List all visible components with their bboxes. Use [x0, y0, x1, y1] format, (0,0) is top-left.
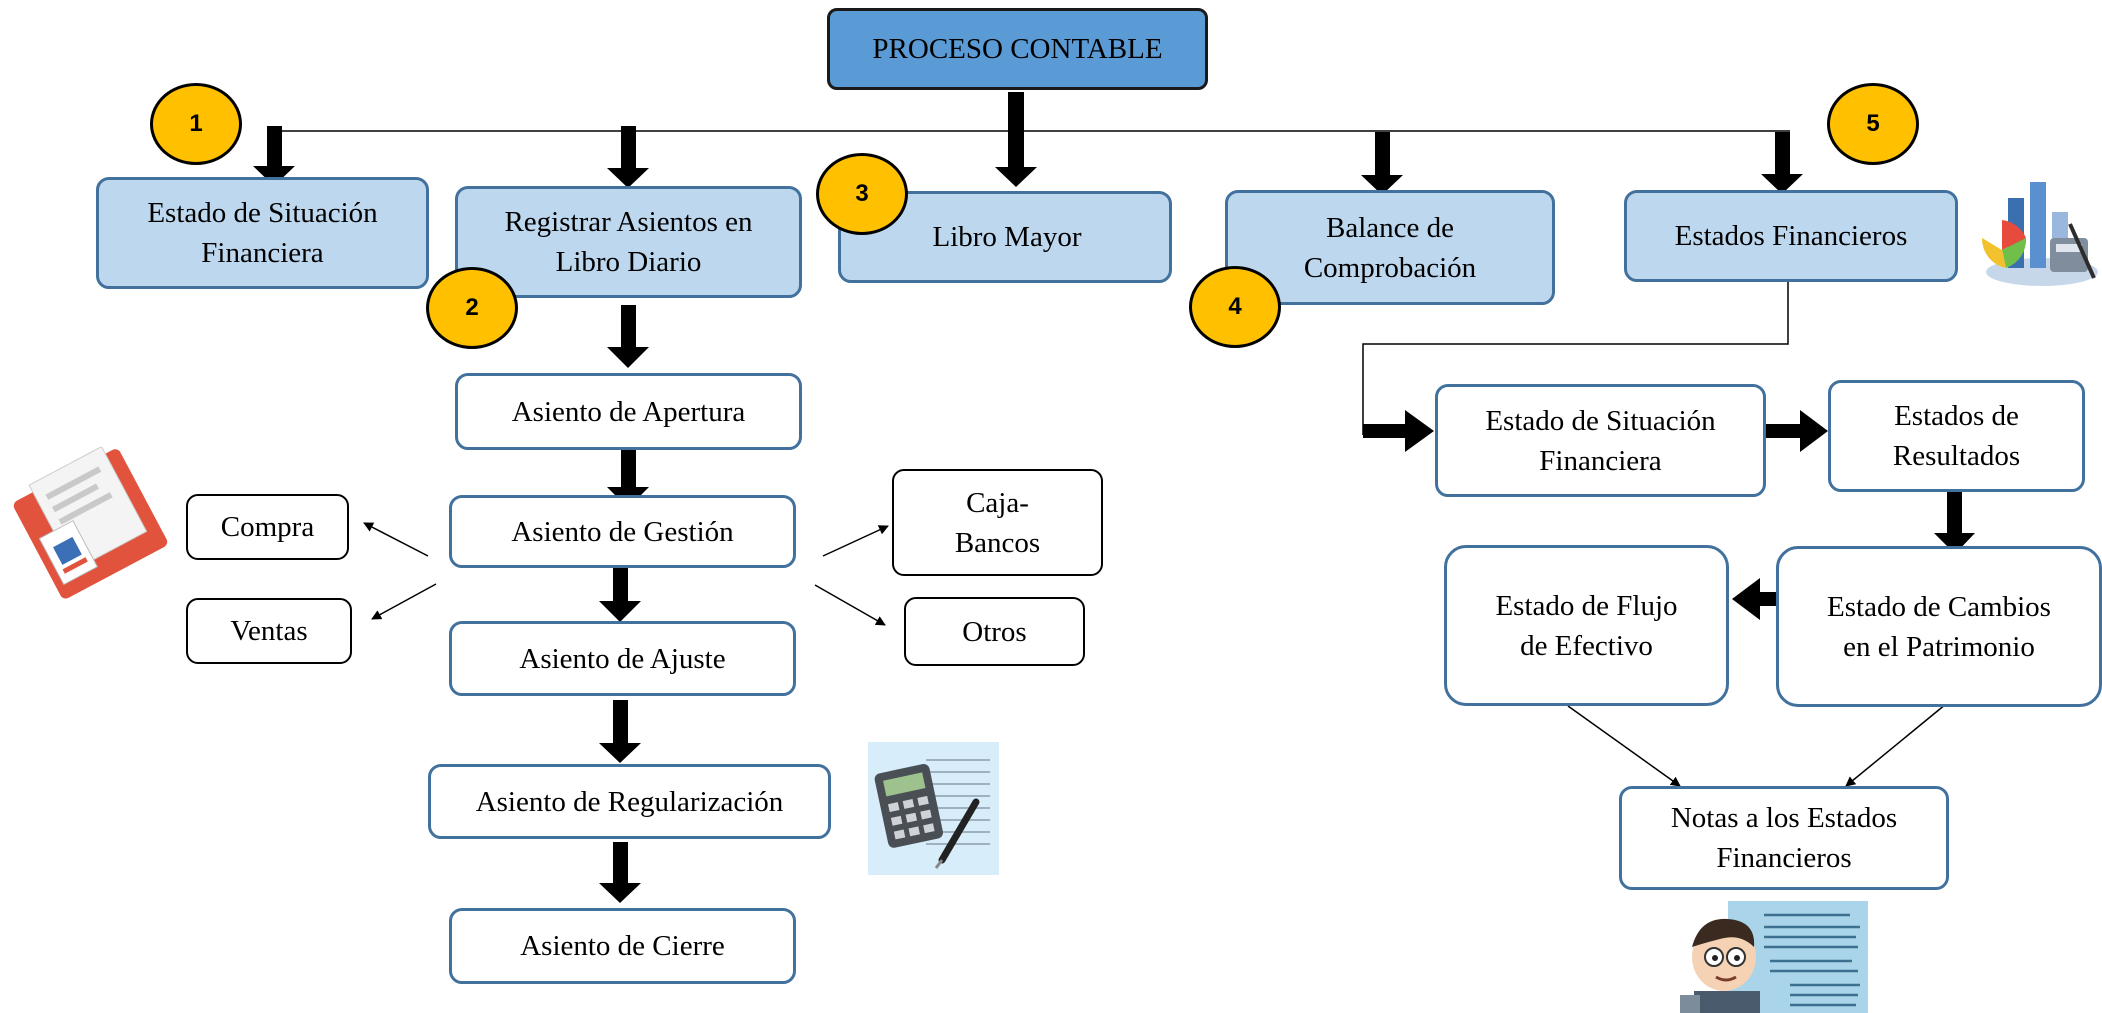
step-number-badge: 2 [426, 267, 518, 349]
step-number-badge: 1 [150, 83, 242, 165]
step-balance-comprobacion: Balance de Comprobación [1225, 190, 1555, 305]
branch-ventas: Ventas [186, 598, 352, 664]
arrow-to-ventas [371, 583, 437, 620]
step-estado-situacion-financiera: Estado de Situación Financiera [96, 177, 429, 289]
step-estados-financieros: Estados Financieros [1624, 190, 1958, 282]
arrow-gestion-ajuste [599, 560, 641, 622]
finance-chart-icon [1981, 182, 2098, 286]
step-registrar-asientos: Registrar Asientos en Libro Diario [455, 186, 802, 298]
arrow-apertura-gestion [607, 446, 649, 508]
estado-situacion-financiera: Estado de Situación Financiera [1435, 384, 1766, 497]
estado-cambios-patrimonio: Estado de Cambios en el Patrimonio [1776, 546, 2102, 707]
arrow-resultados-cambios [1934, 492, 1975, 554]
arrow-to-step-4 [1361, 132, 1403, 195]
branch-compra: Compra [186, 494, 349, 560]
arrow-flujo-notas [1567, 705, 1681, 787]
notas-arrows [1567, 703, 1947, 787]
arrow-to-caja-bancos [822, 525, 889, 557]
process-title: PROCESO CONTABLE [827, 8, 1208, 90]
asiento-regularizacion: Asiento de Regularización [428, 764, 831, 839]
asiento-cierre: Asiento de Cierre [449, 908, 796, 984]
asiento-arrows [599, 305, 649, 903]
asiento-ajuste: Asiento de Ajuste [449, 621, 796, 696]
gestion-branch-arrows [363, 522, 889, 626]
notas-estados-financieros: Notas a los Estados Financieros [1619, 786, 1949, 890]
branch-otros: Otros [904, 597, 1085, 666]
arrow-to-step-2 [607, 126, 649, 188]
arrow-regularizacion-cierre [599, 842, 641, 903]
step-number-badge: 5 [1827, 83, 1919, 165]
estados-connector [1362, 280, 1789, 435]
arrow-to-otros [814, 584, 886, 626]
asiento-gestion: Asiento de Gestión [449, 495, 796, 568]
arrow-cambios-notas [1845, 703, 1947, 787]
arrow-cambios-flujo [1732, 578, 1794, 620]
arrow-to-step-5 [1761, 132, 1803, 194]
arrow-title-to-line [995, 92, 1037, 187]
main-down-arrows [253, 92, 1803, 195]
arrow-to-situacion-financiera [1363, 410, 1434, 452]
arrow-to-compra [363, 522, 429, 557]
estados-arrows [1363, 410, 1975, 620]
asiento-apertura: Asiento de Apertura [455, 373, 802, 450]
step-number-badge: 3 [816, 153, 908, 235]
arrow-situacion-resultados [1766, 410, 1828, 452]
estado-flujo-efectivo: Estado de Flujo de Efectivo [1444, 545, 1729, 706]
arrow-to-step-1 [253, 126, 295, 186]
arrow-diario-apertura [607, 305, 649, 368]
notepad-icon [13, 447, 168, 599]
calculator-pen-icon [868, 742, 999, 875]
step-number-badge: 4 [1189, 266, 1281, 348]
estados-resultados: Estados de Resultados [1828, 380, 2085, 492]
teacher-cartoon-icon [1680, 901, 1868, 1013]
arrow-ajuste-regularizacion [599, 700, 641, 763]
branch-caja-bancos: Caja- Bancos [892, 469, 1103, 576]
